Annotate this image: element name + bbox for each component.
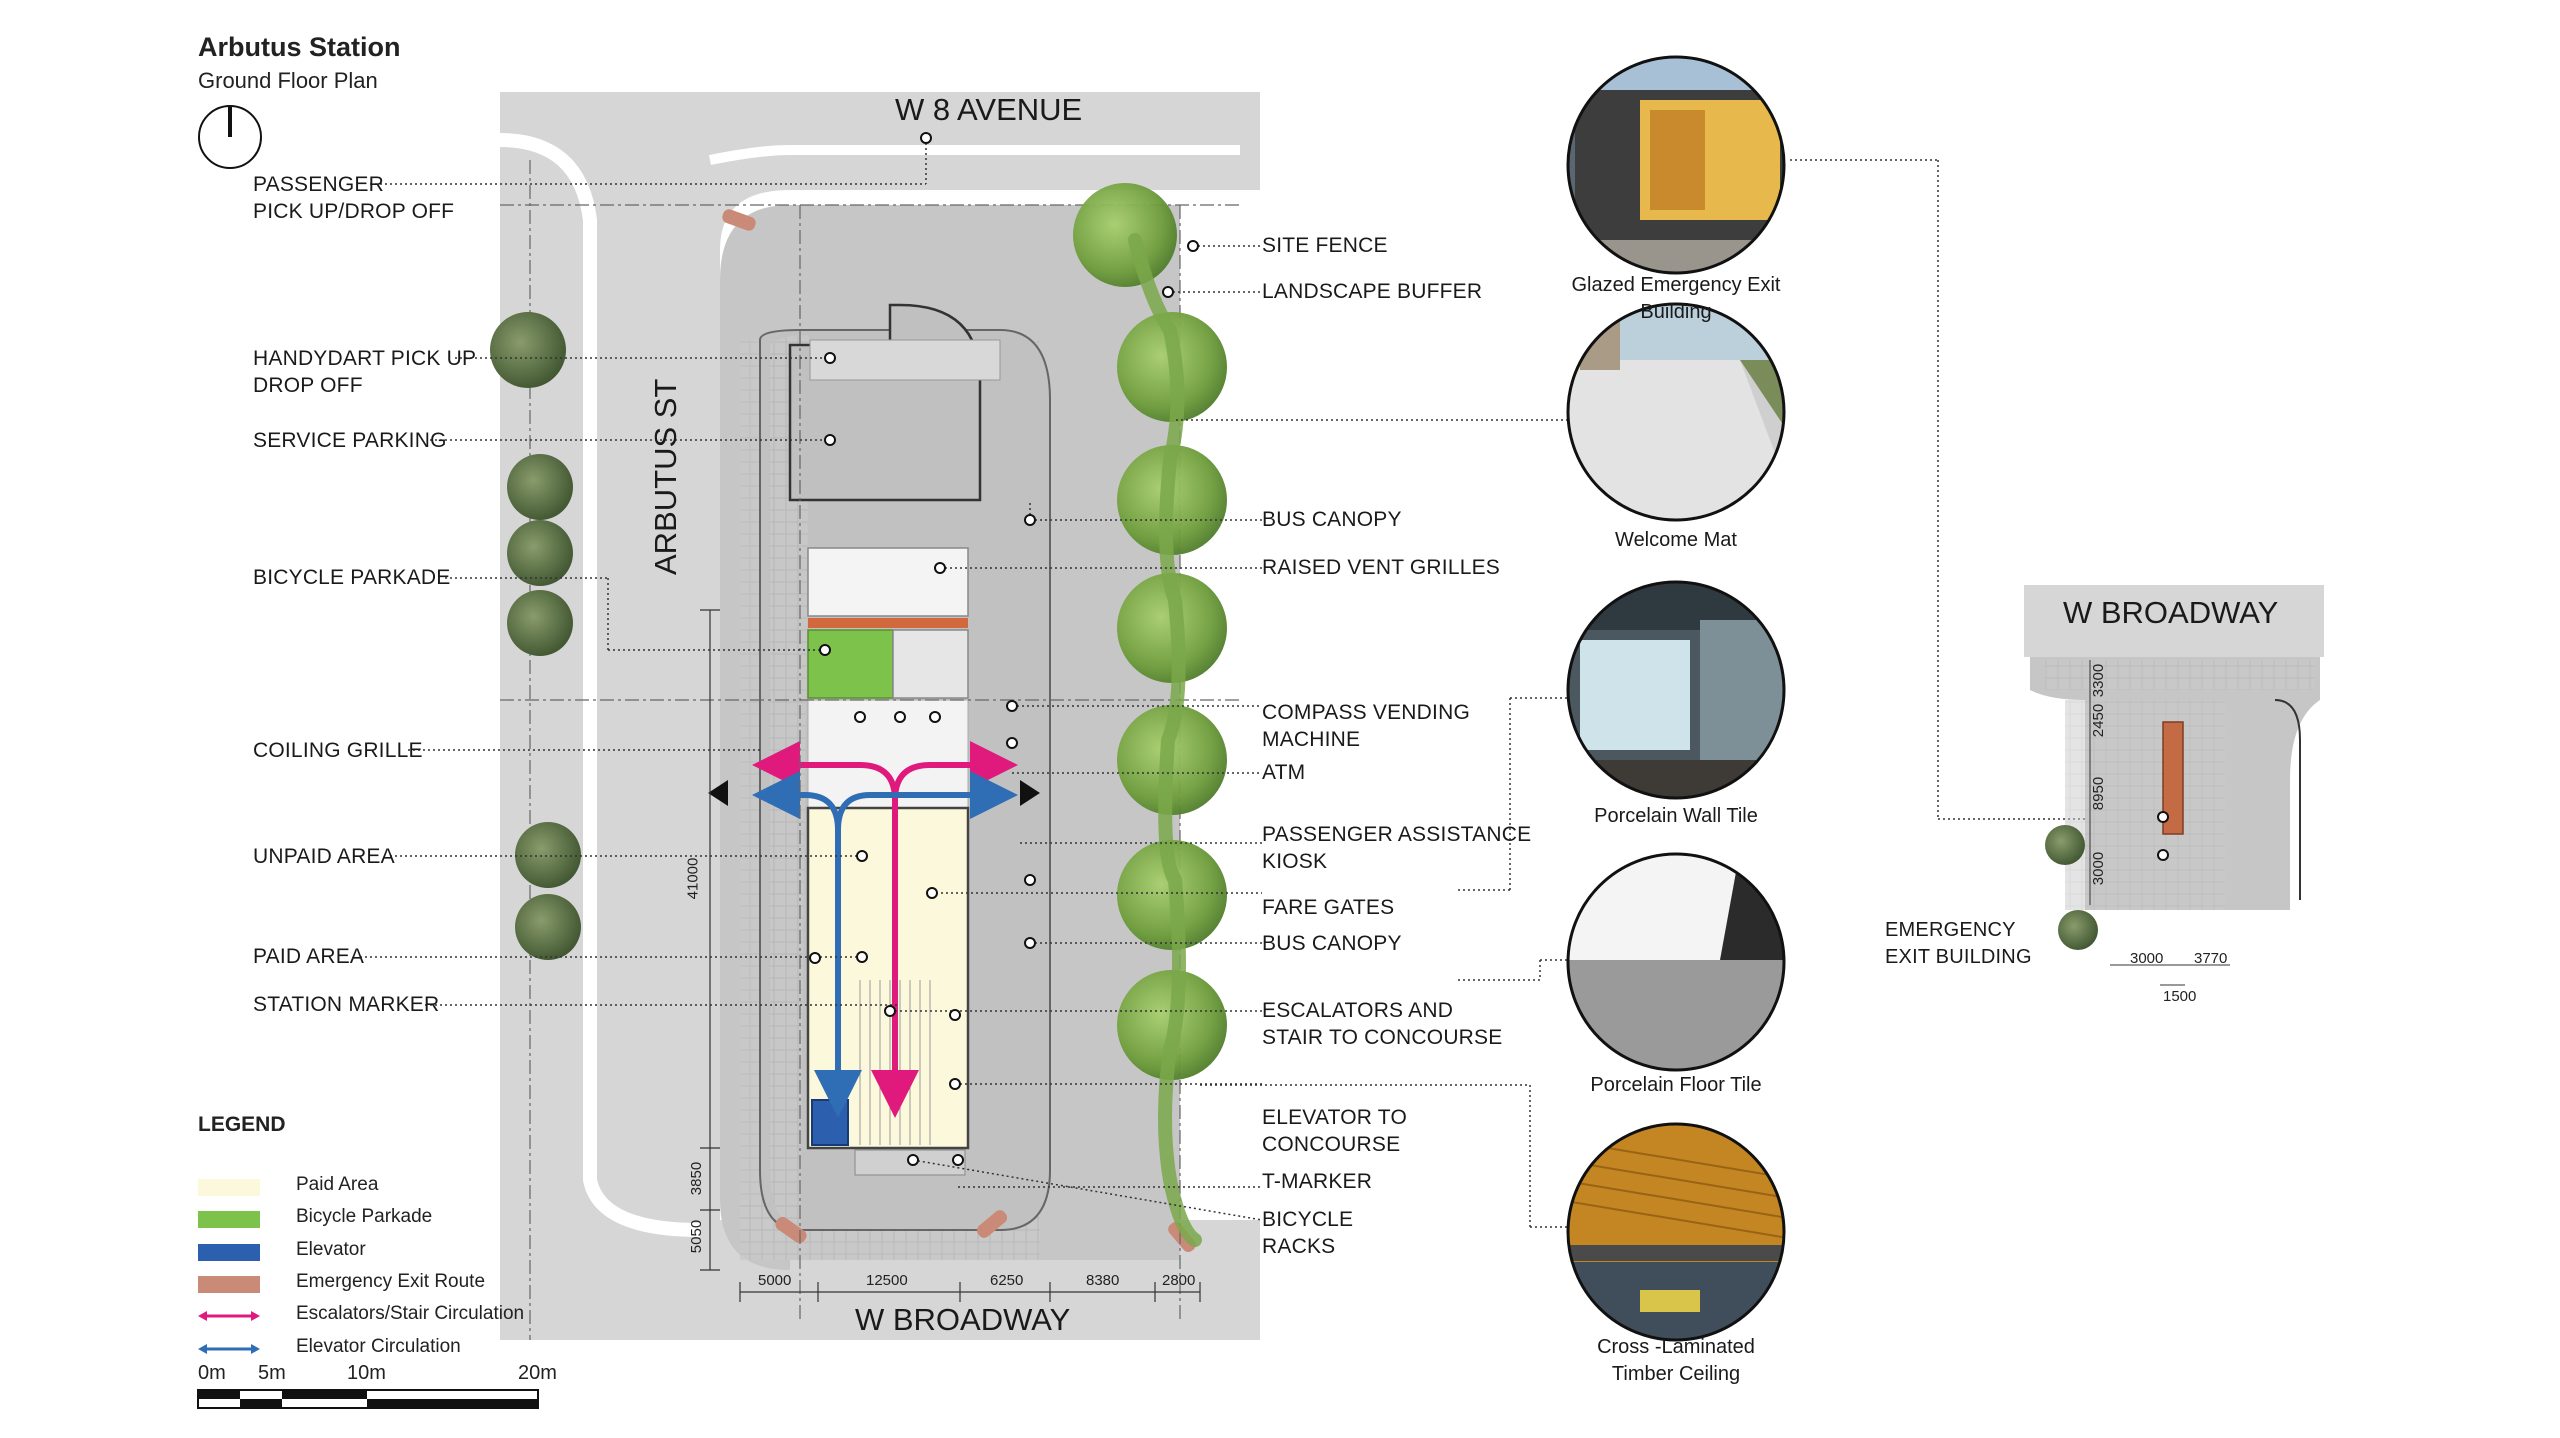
- legend-item: Emergency Exit Route: [198, 1269, 618, 1299]
- legend-label: Bicycle Parkade: [296, 1206, 433, 1228]
- paid-area-fill: [806, 806, 970, 1150]
- label-paid-area: PAID AREA: [253, 945, 365, 968]
- label-bicycle-racks: BICYCLE RACKS: [1262, 1208, 1354, 1258]
- caption-wall-tile: Porcelain Wall Tile: [1594, 805, 1758, 827]
- legend-title: LEGEND: [198, 1113, 286, 1136]
- photo-leaders: [1176, 159, 2177, 1228]
- caption-glazed-exit: Glazed Emergency Exit Building: [1571, 274, 1781, 323]
- legend-item: Elevator: [198, 1237, 618, 1267]
- label-passenger-pickup: PASSENGER PICK UP/DROP OFF: [253, 173, 455, 223]
- label-service-parking: SERVICE PARKING: [253, 429, 447, 452]
- inset-dim-h-3770: 3770: [2194, 950, 2228, 967]
- entrance-arrow-west-icon: [708, 780, 728, 806]
- label-unpaid-area: UNPAID AREA: [253, 845, 395, 868]
- road-network: [499, 92, 1260, 1340]
- dim-5050: 5050: [688, 1219, 706, 1254]
- inset-dim-3300: 3300: [2090, 663, 2108, 698]
- caption-timber-ceiling: Cross -Laminated Timber Ceiling: [1597, 1336, 1755, 1385]
- bicycle-parkade-area: [807, 629, 894, 699]
- trees-west: [490, 312, 581, 960]
- legend-item: Paid Area: [198, 1172, 618, 1202]
- label-elevator: ELEVATOR TO CONCOURSE: [1262, 1106, 1407, 1156]
- leaders-left: [360, 138, 927, 1006]
- dim-3850: 3850: [688, 1161, 706, 1196]
- legend-label: Escalators/Stair Circulation: [296, 1303, 525, 1325]
- label-site-fence: SITE FENCE: [1262, 234, 1388, 257]
- label-compass-vending: COMPASS VENDING MACHINE: [1262, 701, 1470, 751]
- page-subtitle: Ground Floor Plan: [198, 68, 378, 93]
- station-building: [806, 547, 970, 1176]
- label-escalators: ESCALATORS AND STAIR TO CONCOURSE: [1262, 999, 1503, 1049]
- label-landscape-buffer: LANDSCAPE BUFFER: [1262, 280, 1483, 303]
- emergency-exit-marks: [722, 209, 1196, 1253]
- inset-dim-h-1500: 1500: [2163, 988, 2197, 1005]
- inset-dim-8950: 8950: [2090, 776, 2108, 811]
- scale-label-5: 5m: [258, 1362, 286, 1384]
- legend-item: Bicycle Parkade: [198, 1204, 618, 1234]
- elevator-block: [811, 1099, 849, 1146]
- legend-item: Escalators/Stair Circulation: [198, 1301, 618, 1331]
- legend-arrow-icon: [198, 1308, 260, 1325]
- page-title: Arbutus Station: [198, 32, 401, 62]
- label-coiling-grille: COILING GRILLE: [253, 739, 423, 762]
- legend-label: Elevator Circulation: [296, 1335, 461, 1357]
- caption-welcome-mat: Welcome Mat: [1615, 529, 1737, 551]
- street-arbutus: ARBUTUS ST: [648, 378, 683, 575]
- leader-dots-right: [809, 240, 1199, 1166]
- label-passenger-assistance: PASSENGER ASSISTANCE KIOSK: [1262, 823, 1532, 873]
- street-w-broadway: W BROADWAY: [855, 1302, 1071, 1337]
- label-raised-vent-grilles: RAISED VENT GRILLES: [1262, 556, 1500, 579]
- scale-bar: [197, 1389, 539, 1409]
- inset-dim-h-3000: 3000: [2130, 950, 2164, 967]
- label-station-marker: STATION MARKER: [253, 993, 440, 1016]
- legend-swatch: [198, 1243, 260, 1261]
- inset-dim-3000: 3000: [2090, 851, 2108, 886]
- scale-label-0: 0m: [198, 1362, 226, 1384]
- circulation-arrows: [752, 741, 1018, 1118]
- legend-label: Paid Area: [296, 1174, 379, 1195]
- dim-12500: 12500: [866, 1272, 908, 1289]
- caption-floor-tile: Porcelain Floor Tile: [1590, 1074, 1762, 1096]
- dim-5000: 5000: [758, 1272, 792, 1289]
- legend-swatch: [198, 1211, 260, 1229]
- street-w8-avenue: W 8 AVENUE: [895, 92, 1083, 127]
- label-emergency-exit-building: EMERGENCY EXIT BUILDING: [1885, 919, 2032, 968]
- legend-swatch: [198, 1275, 260, 1293]
- legend-arrow-icon: [198, 1341, 260, 1358]
- legend-swatch: [198, 1179, 260, 1196]
- dim-41000: 41000: [684, 857, 702, 900]
- trees-east: [1073, 183, 1227, 1247]
- legend-label: Elevator: [296, 1238, 366, 1260]
- service-building: [788, 303, 1001, 502]
- scale-label-10: 10m: [347, 1362, 386, 1384]
- entrance-arrow-east-icon: [1020, 780, 1040, 806]
- legend-label: Emergency Exit Route: [296, 1270, 486, 1292]
- inset-street-w-broadway: W BROADWAY: [2063, 595, 2279, 630]
- label-bus-canopy-2: BUS CANOPY: [1262, 932, 1402, 955]
- label-bus-canopy-1: BUS CANOPY: [1262, 508, 1402, 531]
- dim-2800: 2800: [1162, 1272, 1196, 1289]
- label-bicycle-parkade: BICYCLE PARKADE: [253, 566, 451, 589]
- label-atm: ATM: [1262, 761, 1306, 784]
- dim-8380: 8380: [1086, 1272, 1120, 1289]
- dimension-lines: [700, 609, 1201, 1302]
- label-t-marker: T-MARKER: [1262, 1170, 1373, 1193]
- leaders-right: [890, 245, 1263, 1221]
- legend-item: Elevator Circulation: [198, 1334, 618, 1364]
- label-fare-gates: FARE GATES: [1262, 896, 1395, 919]
- dim-6250: 6250: [990, 1272, 1024, 1289]
- label-handydart: HANDYDART PICK UP DROP OFF: [253, 347, 477, 397]
- scale-label-20: 20m: [518, 1362, 557, 1384]
- inset-plan: [2024, 585, 2324, 986]
- leader-dots-left: [819, 132, 932, 963]
- inset-dim-2450: 2450: [2090, 703, 2108, 738]
- north-arrow-icon: [198, 105, 262, 169]
